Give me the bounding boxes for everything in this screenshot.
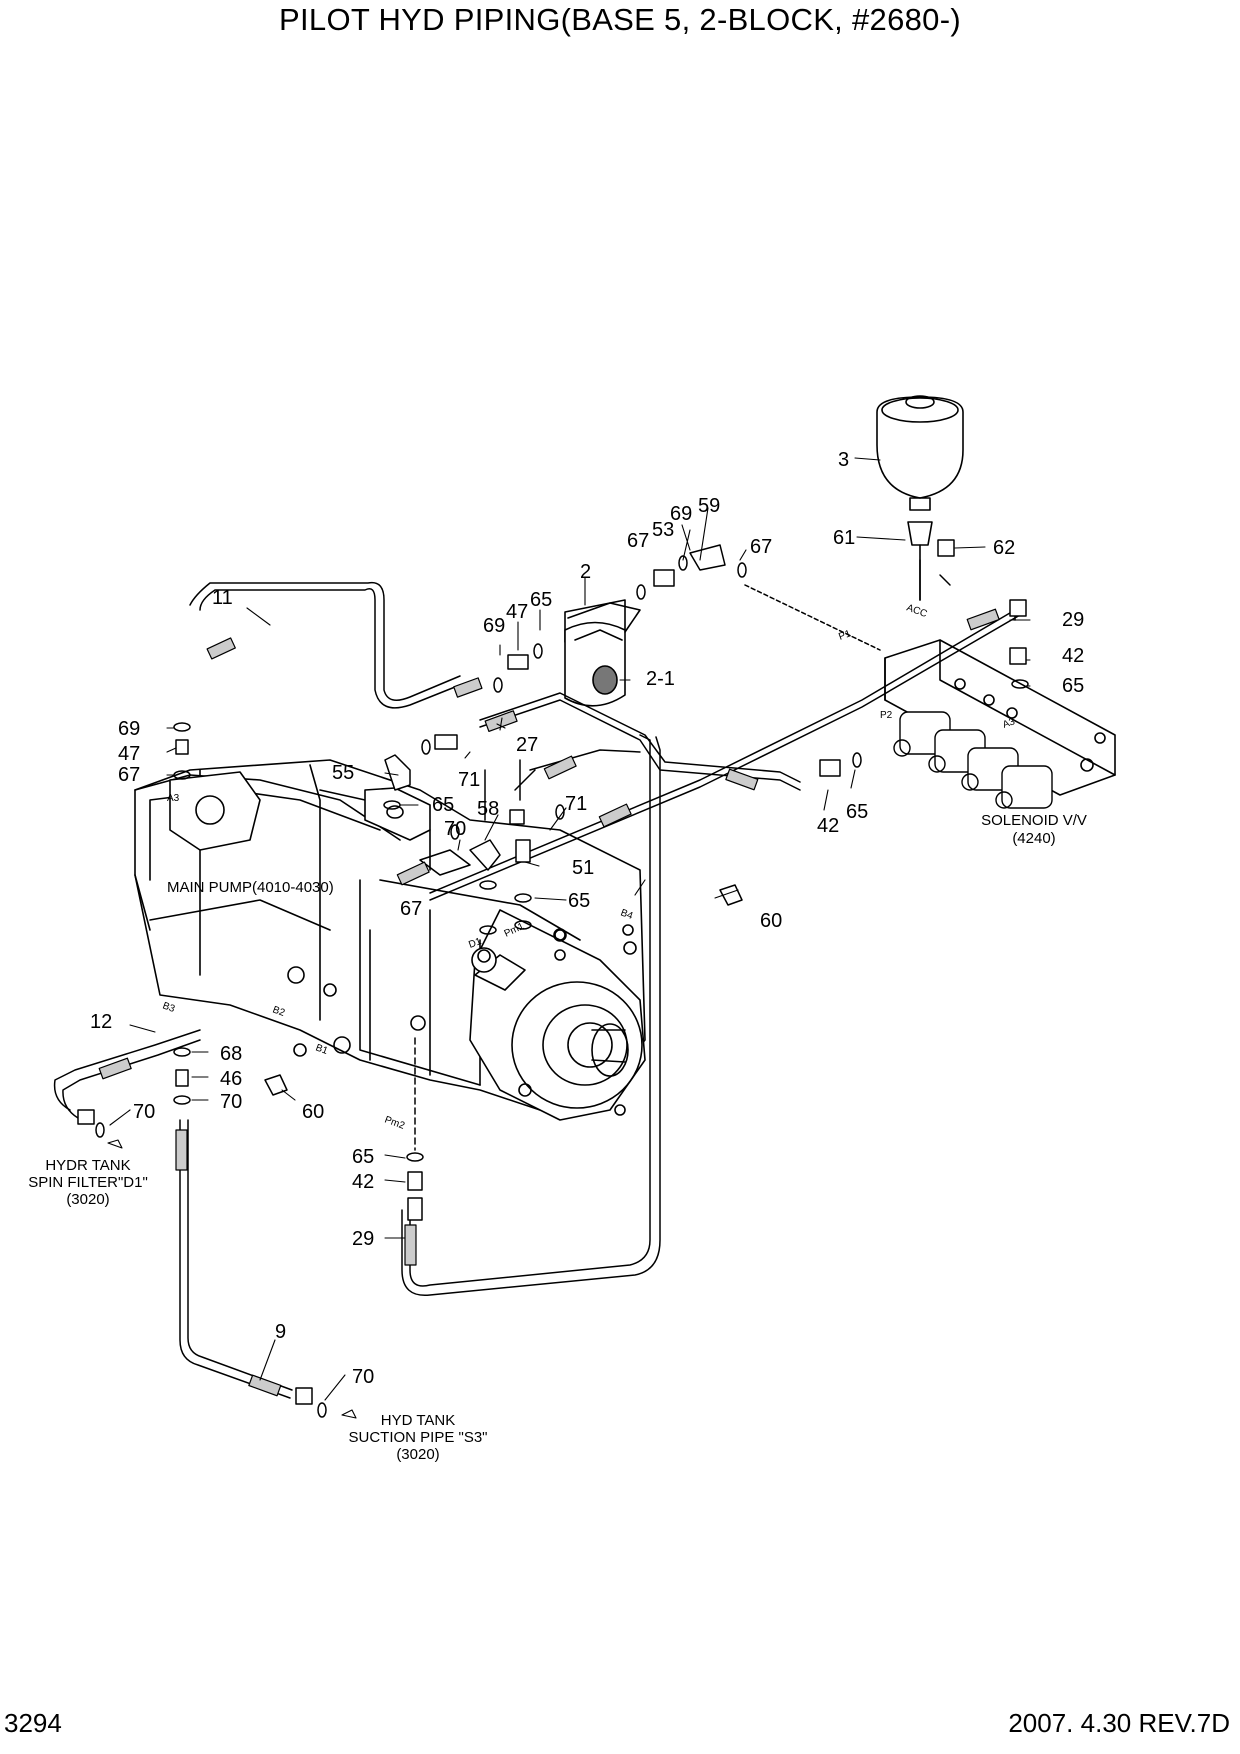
callout: 3 bbox=[838, 449, 849, 471]
fittings bbox=[77, 539, 1029, 1418]
line-filter bbox=[564, 599, 641, 707]
part-callouts: 3 61 62 67 53 69 59 67 2 29 42 65 11 69 … bbox=[90, 449, 1084, 1388]
callout: 67 bbox=[118, 764, 140, 786]
callout: 29 bbox=[352, 1228, 374, 1250]
callout: 69 bbox=[483, 615, 505, 637]
callout: 65 bbox=[352, 1146, 374, 1168]
callout: 70 bbox=[444, 818, 466, 840]
note-hydr-tank-line3: (3020) bbox=[66, 1191, 109, 1208]
note-hydr-tank-line2: SPIN FILTER"D1" bbox=[28, 1174, 148, 1191]
leader-lines bbox=[109, 457, 1031, 1401]
callout: 67 bbox=[750, 536, 772, 558]
port-pm2: Pm2 bbox=[383, 1114, 406, 1132]
callout: 70 bbox=[220, 1091, 242, 1113]
port-acc: ACC bbox=[905, 602, 929, 620]
port-b3: B3 bbox=[161, 1000, 177, 1015]
revision-date: 2007. 4.30 REV.7D bbox=[1008, 1708, 1230, 1738]
callout: 2-1 bbox=[646, 668, 675, 690]
callout: 55 bbox=[332, 762, 354, 784]
callout: 59 bbox=[698, 495, 720, 517]
callout: 46 bbox=[220, 1068, 242, 1090]
port-a3-pump: A3 bbox=[167, 793, 180, 804]
note-main-pump: MAIN PUMP(4010-4030) bbox=[167, 879, 334, 896]
callout: 68 bbox=[220, 1043, 242, 1065]
callout: 60 bbox=[760, 910, 782, 932]
callout: 65 bbox=[568, 890, 590, 912]
callout: 11 bbox=[212, 587, 233, 609]
callout: 61 bbox=[833, 527, 855, 549]
callout: 51 bbox=[572, 857, 594, 879]
callout: 70 bbox=[133, 1101, 155, 1123]
notes: MAIN PUMP(4010-4030) SOLENOID V/V (4240)… bbox=[28, 812, 1087, 1463]
port-p1: P1 bbox=[837, 628, 853, 643]
accumulator bbox=[876, 395, 964, 601]
callout: 29 bbox=[1062, 609, 1084, 631]
note-solenoid-line2: (4240) bbox=[1012, 830, 1055, 847]
callout: 71 bbox=[565, 793, 587, 815]
port-a3-block: A3 bbox=[1001, 716, 1017, 731]
note-suction-line2: SUCTION PIPE "S3" bbox=[348, 1429, 487, 1446]
page-title: PILOT HYD PIPING(BASE 5, 2-BLOCK, #2680-… bbox=[279, 2, 961, 37]
callout: 47 bbox=[118, 743, 140, 765]
callout: 12 bbox=[90, 1011, 112, 1033]
callout: 69 bbox=[670, 503, 692, 525]
callout: 9 bbox=[275, 1321, 286, 1343]
callout: 70 bbox=[352, 1366, 374, 1388]
note-hydr-tank-line1: HYDR TANK bbox=[45, 1157, 130, 1174]
callout: 58 bbox=[477, 798, 499, 820]
callout: 65 bbox=[432, 794, 454, 816]
callout: 65 bbox=[1062, 675, 1084, 697]
note-suction-line1: HYD TANK bbox=[381, 1412, 455, 1429]
callout: 69 bbox=[118, 718, 140, 740]
callout: 67 bbox=[400, 898, 422, 920]
page-number: 3294 bbox=[4, 1708, 62, 1738]
port-b4: B4 bbox=[619, 907, 635, 922]
callout: 42 bbox=[817, 815, 839, 837]
hose-crimps bbox=[98, 608, 1000, 1397]
callout: 65 bbox=[846, 801, 868, 823]
callout: 53 bbox=[652, 519, 674, 541]
port-b1: B1 bbox=[314, 1042, 330, 1057]
callout: 67 bbox=[627, 530, 649, 552]
callout: 65 bbox=[530, 589, 552, 611]
solenoid-valve-block bbox=[884, 639, 1116, 809]
note-suction-line3: (3020) bbox=[396, 1446, 439, 1463]
port-d1: D1 bbox=[467, 936, 483, 951]
callout: 42 bbox=[1062, 645, 1084, 667]
callout: 42 bbox=[352, 1171, 374, 1193]
callout: 71 bbox=[458, 769, 480, 791]
port-b2: B2 bbox=[271, 1004, 287, 1019]
note-solenoid-line1: SOLENOID V/V bbox=[981, 812, 1087, 829]
direction-arrows bbox=[107, 1139, 357, 1419]
callout: 60 bbox=[302, 1101, 324, 1123]
port-p2: P2 bbox=[880, 710, 893, 721]
callout: 27 bbox=[516, 734, 538, 756]
callout: 2 bbox=[580, 561, 591, 583]
callout: 47 bbox=[506, 601, 528, 623]
callout: 62 bbox=[993, 537, 1015, 559]
